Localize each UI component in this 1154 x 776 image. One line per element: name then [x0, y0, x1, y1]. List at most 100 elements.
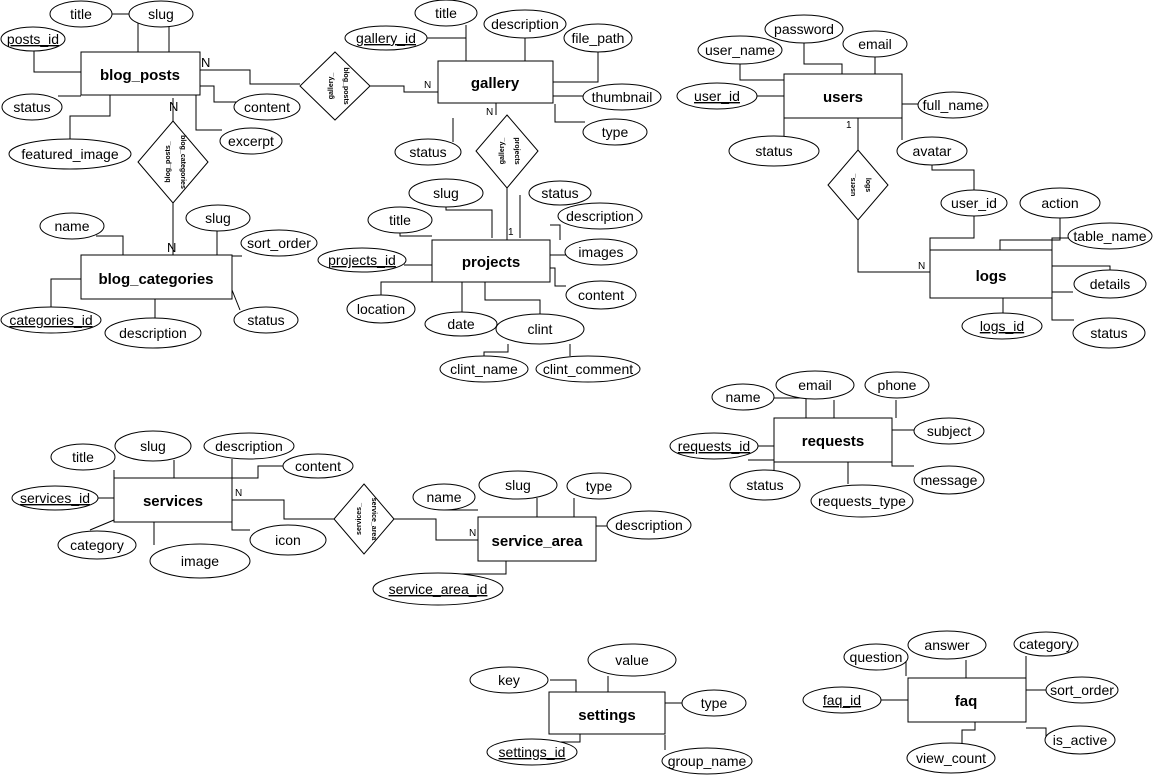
- attribute-gallery-gallery-id: gallery_id: [344, 25, 428, 51]
- svg-text:description: description: [566, 208, 634, 224]
- entity-projects: projects: [431, 239, 551, 283]
- svg-text:file_path: file_path: [572, 30, 625, 46]
- svg-text:question: question: [850, 649, 903, 665]
- line-logs-user-id: [929, 216, 975, 250]
- connector-lines: [33, 13, 1111, 750]
- attribute-blog-posts-title: title: [49, 0, 113, 28]
- line-services-category: [89, 519, 115, 531]
- entity-service-area: service_area: [477, 516, 597, 562]
- attribute-services-category: category: [57, 530, 137, 560]
- svg-text:logs: logs: [864, 178, 871, 192]
- svg-text:blog_posts: blog_posts: [342, 67, 349, 104]
- attribute-settings-key: key: [469, 666, 549, 694]
- attribute-logs-table-name: table_name: [1067, 222, 1153, 250]
- svg-text:is_active: is_active: [1053, 732, 1108, 748]
- svg-text:gallery_: gallery_: [499, 138, 506, 165]
- attribute-requests-status: status: [729, 469, 801, 501]
- svg-text:message: message: [921, 472, 978, 488]
- svg-text:slug: slug: [433, 185, 459, 201]
- relationship-gallery-projects: gallery_ projects: [475, 114, 539, 189]
- attribute-services-icon: icon: [249, 524, 327, 556]
- line-blog-categories-status: [231, 289, 241, 311]
- cardinality-gallery-projects: N: [486, 107, 493, 118]
- svg-text:logs_id: logs_id: [980, 318, 1024, 334]
- cardinality-services-area: N: [235, 488, 242, 499]
- attribute-projects-location: location: [346, 294, 416, 324]
- attribute-users-full-name: full_name: [917, 91, 989, 119]
- svg-text:service_area: service_area: [370, 498, 377, 541]
- attribute-blog-categories-status: status: [233, 306, 299, 334]
- svg-text:posts_id: posts_id: [7, 31, 59, 47]
- line-services-icon: [231, 522, 250, 531]
- line-logs-details: [1052, 265, 1111, 270]
- svg-text:email: email: [798, 377, 831, 393]
- cardinality-area-services: N: [469, 528, 476, 539]
- attribute-service-area-type: type: [566, 472, 632, 500]
- attribute-blog-categories-slug: slug: [185, 204, 251, 232]
- attribute-requests-name: name: [711, 383, 775, 411]
- attribute-blog-posts-posts-id: posts_id: [0, 26, 66, 52]
- attribute-projects-clint-name: clint_name: [439, 355, 529, 383]
- attribute-users-user-name: user_name: [697, 35, 783, 65]
- svg-text:projects_id: projects_id: [328, 252, 396, 268]
- svg-text:service_area_id: service_area_id: [389, 581, 488, 597]
- svg-text:status: status: [409, 144, 446, 160]
- line-faq-view-count: [961, 722, 976, 744]
- attribute-projects-clint: clint: [495, 313, 585, 345]
- attribute-users-user-id: user_id: [676, 82, 758, 110]
- line-projects-clint: [484, 282, 541, 315]
- line-logs-status: [1051, 298, 1074, 321]
- svg-text:projects: projects: [462, 254, 520, 271]
- line-projects-description: [550, 224, 561, 240]
- svg-text:view_count: view_count: [916, 750, 986, 766]
- line-gallery-file-path: [553, 52, 599, 83]
- svg-text:service_area: service_area: [492, 533, 584, 550]
- attribute-blog-categories-name: name: [39, 212, 105, 240]
- svg-text:requests: requests: [802, 433, 865, 450]
- svg-text:settings_id: settings_id: [499, 744, 566, 760]
- attribute-users-status: status: [728, 135, 820, 167]
- attribute-requests-message: message: [913, 465, 985, 495]
- svg-text:blog_categories: blog_categories: [98, 271, 213, 288]
- entity-blog-categories: blog_categories: [80, 254, 233, 300]
- attribute-faq-category: category: [1013, 631, 1079, 657]
- attribute-service-area-name: name: [412, 483, 476, 511]
- attribute-settings-id: settings_id: [486, 738, 578, 766]
- entity-settings: settings: [548, 691, 666, 735]
- attribute-requests-phone: phone: [864, 371, 930, 399]
- attribute-logs-user-id: user_id: [940, 189, 1008, 217]
- svg-text:services: services: [143, 493, 203, 510]
- svg-text:table_name: table_name: [1073, 228, 1146, 244]
- line-users-user-name: [739, 62, 784, 81]
- attribute-faq-id: faq_id: [802, 686, 882, 714]
- line-logs-details-connector: [1051, 288, 1073, 293]
- svg-text:slug: slug: [148, 6, 174, 22]
- svg-text:action: action: [1041, 195, 1078, 211]
- svg-text:requests_id: requests_id: [678, 438, 750, 454]
- svg-text:featured_image: featured_image: [21, 146, 119, 162]
- line-service-area-id: [438, 561, 507, 575]
- attribute-gallery-status: status: [394, 138, 462, 166]
- line-settings-key: [550, 679, 577, 692]
- svg-text:status: status: [13, 99, 50, 115]
- svg-text:user_id: user_id: [951, 195, 997, 211]
- svg-text:category: category: [70, 537, 124, 553]
- attribute-services-description: description: [203, 432, 295, 460]
- svg-text:requests_type: requests_type: [818, 493, 906, 509]
- attribute-logs-action: action: [1019, 187, 1101, 219]
- svg-text:slug: slug: [505, 477, 531, 493]
- attribute-requests-type: requests_type: [810, 484, 914, 518]
- svg-text:description: description: [615, 517, 683, 533]
- cardinality-logs-users: N: [918, 261, 925, 272]
- line-blog-posts-rel-gallery: [200, 69, 300, 85]
- svg-text:blog_posts_: blog_posts_: [165, 141, 172, 182]
- svg-text:projects: projects: [513, 137, 520, 164]
- cardinality-blog-posts-gallery: N: [201, 55, 210, 70]
- cardinality-labels: N N N N N 1 1 N N N: [167, 55, 925, 539]
- relationship-blog-posts-blog-categories: blog_posts_ blog_categories: [137, 120, 209, 204]
- svg-text:description: description: [491, 16, 559, 32]
- svg-text:status: status: [746, 477, 783, 493]
- svg-text:gallery_: gallery_: [328, 73, 335, 100]
- attribute-faq-view-count: view_count: [906, 742, 996, 774]
- svg-text:details: details: [1090, 276, 1130, 292]
